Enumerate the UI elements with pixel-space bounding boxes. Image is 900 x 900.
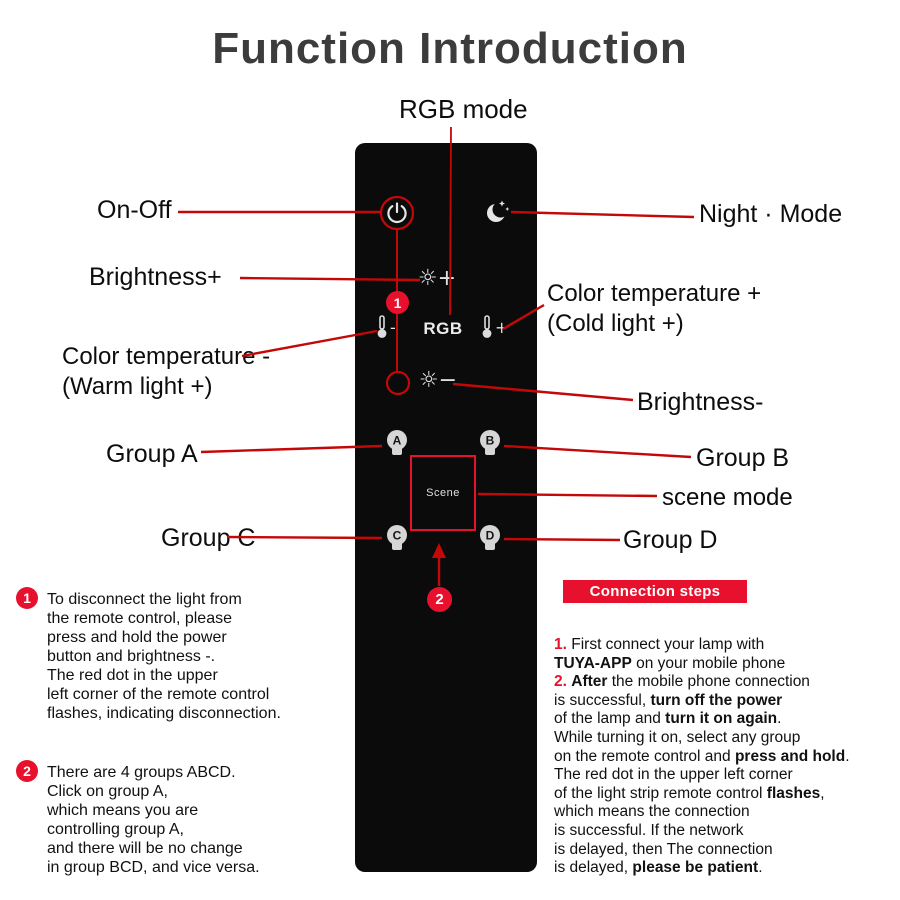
connection-steps-banner: Connection steps bbox=[563, 580, 747, 603]
label-scene-mode: scene mode bbox=[662, 484, 793, 511]
brightness-minus-button: ☼− bbox=[418, 368, 458, 393]
power-button bbox=[384, 200, 410, 226]
badge-note-2: 2 bbox=[427, 587, 452, 612]
label-group-a: Group A bbox=[106, 440, 198, 468]
connection-steps-text: 1. First connect your lamp with TUYA-APP… bbox=[554, 636, 850, 877]
label-brightness-plus: Brightness+ bbox=[89, 263, 222, 291]
group-c-letter: C bbox=[393, 529, 402, 543]
brightness-plus-button: ☼+ bbox=[417, 266, 457, 291]
scene-button: Scene bbox=[410, 455, 476, 531]
group-b-button: B bbox=[477, 428, 503, 460]
group-c-button: C bbox=[384, 523, 410, 555]
group-d-letter: D bbox=[486, 529, 495, 543]
rgb-button: RGB bbox=[423, 319, 463, 338]
note-1-text: To disconnect the light from the remote … bbox=[47, 591, 281, 722]
power-icon bbox=[387, 202, 407, 224]
group-c-bulb-icon: C bbox=[387, 525, 407, 550]
plus-sign: + bbox=[495, 317, 509, 337]
note-1-number-badge: 1 bbox=[16, 587, 38, 609]
remote-control: ☼+ - RGB + ☼− A bbox=[355, 143, 537, 872]
thermometer-icon bbox=[377, 315, 387, 338]
label-brightness-minus: Brightness- bbox=[637, 388, 764, 416]
moon-icon bbox=[487, 200, 510, 222]
page-title: Function Introduction bbox=[212, 24, 688, 73]
group-a-bulb-icon: A bbox=[387, 430, 407, 455]
label-color-temp-plus: Color temperature + (Cold light +) bbox=[547, 280, 762, 337]
color-temp-plus-button: + bbox=[480, 314, 508, 340]
color-temp-minus-button: - bbox=[375, 314, 396, 340]
group-a-button: A bbox=[384, 428, 410, 460]
minus-sign: - bbox=[390, 317, 396, 337]
callout-line-night-mode bbox=[510, 210, 695, 219]
label-on-off: On-Off bbox=[97, 196, 172, 224]
label-night-mode: Night · Mode bbox=[699, 200, 843, 228]
thermometer-icon bbox=[482, 315, 492, 338]
note-2-text: There are 4 groups ABCD. Click on group … bbox=[47, 764, 260, 876]
label-group-c: Group C bbox=[161, 524, 256, 552]
badge-note-1: 1 bbox=[386, 291, 409, 314]
group-b-letter: B bbox=[486, 434, 495, 448]
scene-button-label: Scene bbox=[426, 487, 460, 499]
label-rgb-mode: RGB mode bbox=[399, 94, 528, 124]
note-2-number-badge: 2 bbox=[16, 760, 38, 782]
group-b-bulb-icon: B bbox=[480, 430, 500, 455]
night-mode-button bbox=[483, 198, 511, 226]
label-color-temp-minus: Color temperature - (Warm light +) bbox=[62, 343, 271, 400]
group-a-letter: A bbox=[393, 434, 402, 448]
group-d-button: D bbox=[477, 523, 503, 555]
label-group-b: Group B bbox=[696, 444, 790, 472]
label-group-d: Group D bbox=[623, 526, 718, 554]
group-d-bulb-icon: D bbox=[480, 525, 500, 550]
